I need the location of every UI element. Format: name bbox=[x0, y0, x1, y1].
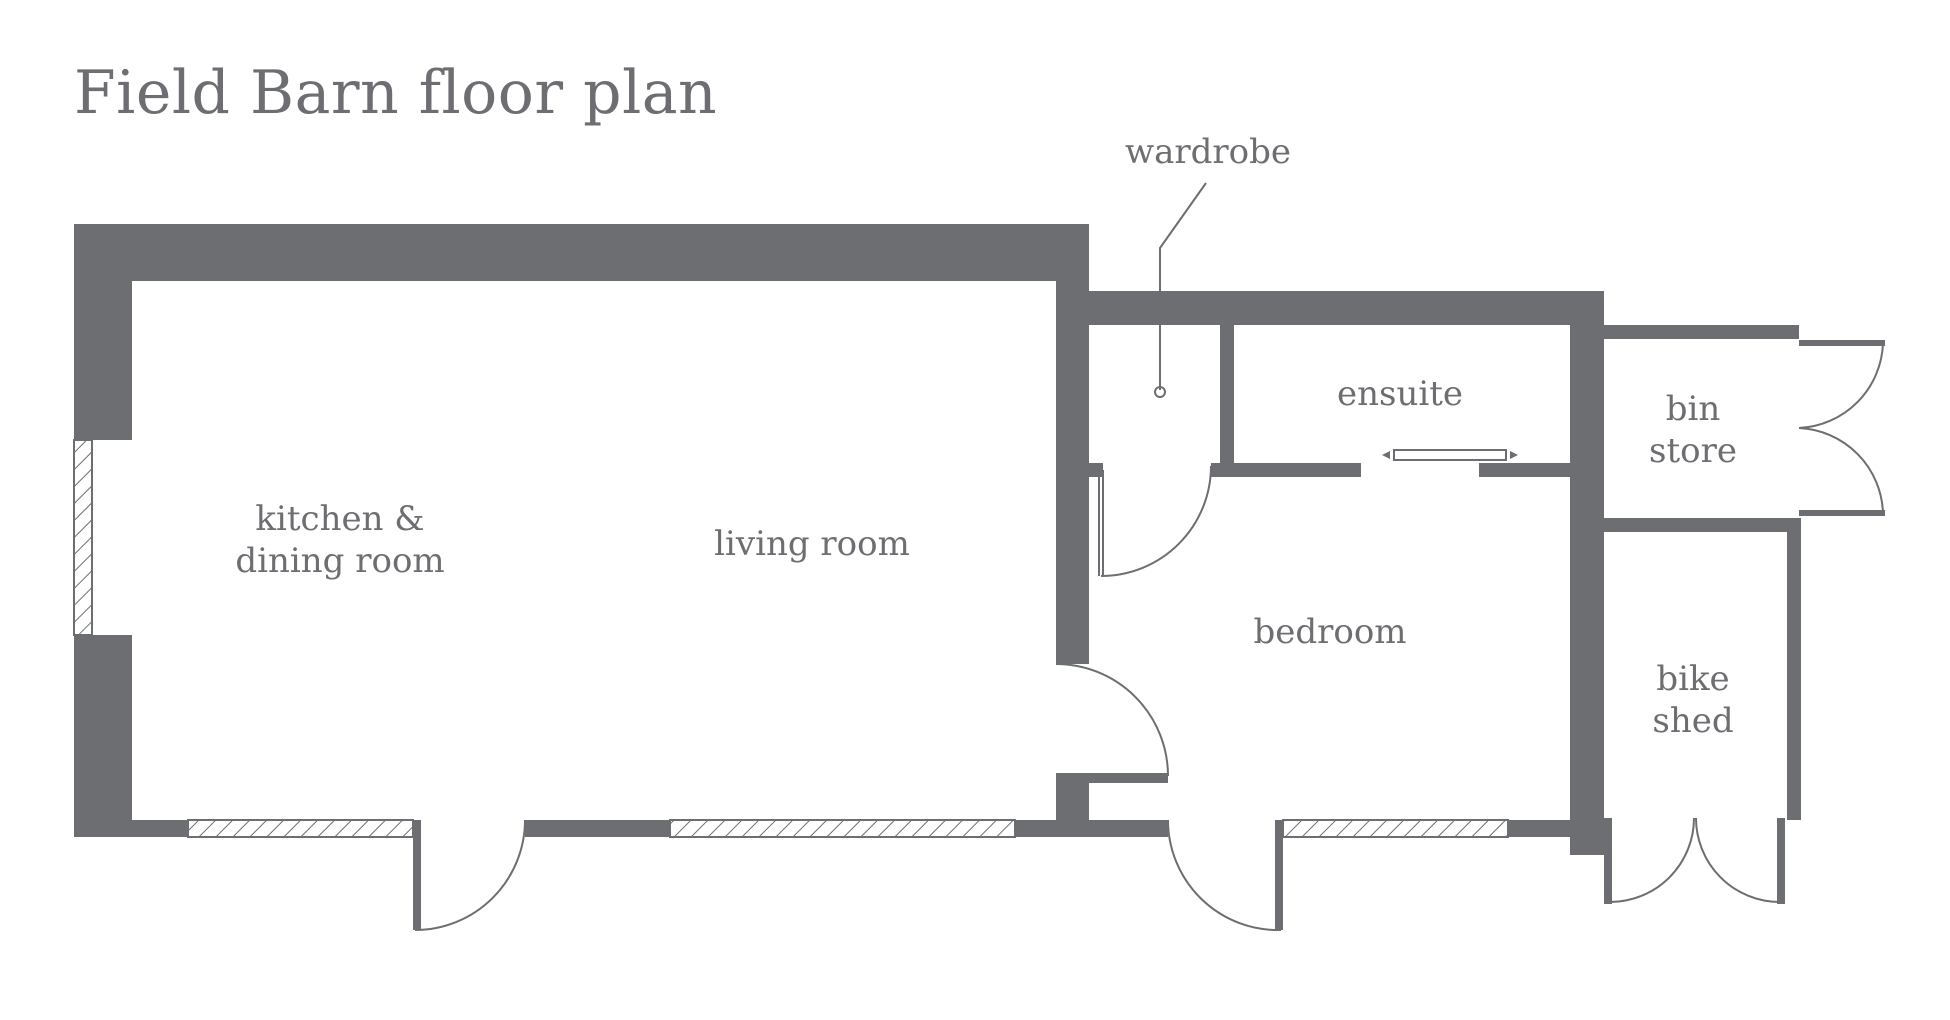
door-swing-bin-top bbox=[1798, 342, 1884, 429]
wall-bedroom-south-2 bbox=[1508, 820, 1570, 837]
room-label-living: living room bbox=[714, 524, 910, 564]
wall-bin-top bbox=[1604, 325, 1799, 339]
room-label-bike-line2: shed bbox=[1652, 701, 1733, 741]
wall-main-top bbox=[74, 224, 1089, 281]
window-south-bedroom bbox=[1282, 819, 1509, 838]
wall-main-left-lower bbox=[74, 635, 132, 837]
wall-ensuite-left bbox=[1211, 463, 1361, 477]
wall-bedroom-jamb bbox=[1275, 820, 1283, 930]
wall-main-left-upper bbox=[74, 224, 132, 440]
wall-bin-door-bottom bbox=[1799, 510, 1885, 516]
wall-bike-door-right bbox=[1777, 818, 1785, 904]
sliding-door-ensuite bbox=[1393, 449, 1507, 461]
window-south-kitchen bbox=[187, 819, 414, 838]
window-south-living bbox=[669, 819, 1016, 838]
room-label-kitchen-line1: kitchen & bbox=[255, 499, 424, 539]
wall-ensuite-right bbox=[1479, 463, 1570, 477]
wall-wing-top bbox=[1089, 291, 1604, 325]
door-swing-bedroom bbox=[1167, 819, 1282, 932]
room-label-bin-line1: bin bbox=[1666, 389, 1721, 429]
door-swing-living-bedroom bbox=[1055, 663, 1169, 777]
wardrobe-leader-marker bbox=[1154, 386, 1166, 398]
wall-wardrobe-jamb bbox=[1089, 463, 1103, 477]
room-label-bin-line2: store bbox=[1649, 431, 1737, 471]
wall-south-jamb-1 bbox=[413, 820, 421, 930]
wall-main-east-upper bbox=[1056, 224, 1089, 664]
room-label-kitchen-line2: dining room bbox=[235, 541, 444, 581]
door-swing-bin-bottom bbox=[1798, 427, 1884, 514]
wall-south-3 bbox=[1015, 820, 1168, 837]
wall-wing-east bbox=[1570, 291, 1604, 855]
window-west bbox=[73, 439, 93, 636]
door-swing-bike-right bbox=[1695, 817, 1780, 903]
wall-bike-door-left bbox=[1604, 818, 1612, 904]
room-label-bike-line1: bike bbox=[1656, 659, 1729, 699]
wall-south-2 bbox=[525, 820, 670, 837]
slide-arrow-right-icon bbox=[1510, 451, 1518, 459]
room-label-bedroom: bedroom bbox=[1253, 612, 1406, 652]
room-label-ensuite: ensuite bbox=[1337, 374, 1463, 414]
wall-bike-east bbox=[1787, 518, 1801, 820]
wall-south-1 bbox=[132, 820, 188, 837]
wall-jamb-east bbox=[1056, 773, 1168, 783]
wardrobe-leader-line bbox=[1159, 182, 1207, 390]
page-title: Field Barn floor plan bbox=[74, 58, 718, 128]
wall-wardrobe-divider bbox=[1220, 325, 1234, 465]
wall-bin-door-top bbox=[1799, 340, 1885, 346]
door-swing-kitchen bbox=[414, 819, 526, 931]
room-label-wardrobe: wardrobe bbox=[1125, 132, 1291, 172]
wall-bin-bottom bbox=[1604, 518, 1799, 532]
door-swing-wardrobe bbox=[1100, 465, 1212, 577]
door-swing-bike-left bbox=[1609, 817, 1695, 903]
slide-arrow-left-icon bbox=[1382, 451, 1390, 459]
